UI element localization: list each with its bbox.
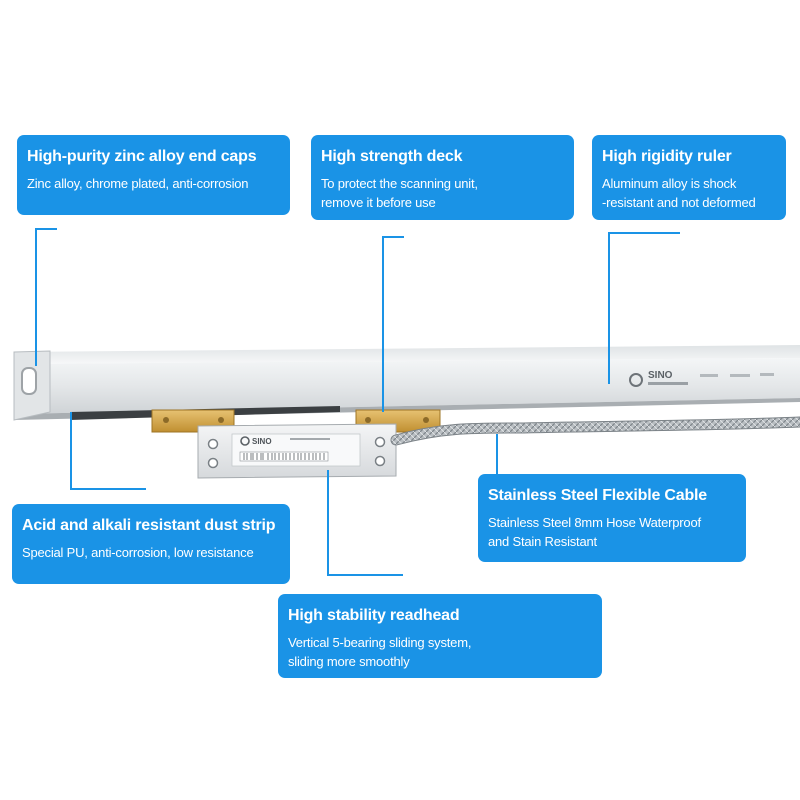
callout-end-caps: High-purity zinc alloy end caps Zinc all… xyxy=(17,135,290,215)
end-cap-slot-icon xyxy=(21,367,37,395)
scale-ruler: SINO xyxy=(13,345,800,421)
callout-end-caps-desc: Zinc alloy, chrome plated, anti-corrosio… xyxy=(27,176,249,191)
callout-cable: Stainless Steel Flexible Cable Stainless… xyxy=(478,474,746,562)
callout-ruler-desc-line2: -resistant and not deformed xyxy=(602,195,756,210)
callout-deck-desc-line2: remove it before use xyxy=(321,195,436,210)
sino-logo-icon xyxy=(629,373,643,387)
callout-ruler-desc-line1: Aluminum alloy is shock xyxy=(602,176,737,191)
connector-ruler-tick xyxy=(608,232,680,234)
connector-cable xyxy=(496,434,498,474)
connector-readhead xyxy=(327,470,329,576)
connector-dust-strip-tick xyxy=(70,488,146,490)
callout-cable-title: Stainless Steel Flexible Cable xyxy=(488,487,707,504)
callout-ruler-title: High rigidity ruler xyxy=(602,148,732,165)
callout-readhead-desc-line1: Vertical 5-bearing sliding system, xyxy=(288,635,472,650)
callout-cable-desc: Stainless Steel 8mm Hose Waterproof and … xyxy=(488,513,736,551)
connector-deck xyxy=(382,236,384,412)
readhead-brand: SINO xyxy=(252,437,272,446)
callout-deck-desc-line1: To protect the scanning unit, xyxy=(321,176,478,191)
connector-dust-strip xyxy=(70,412,72,490)
callout-deck-desc: To protect the scanning unit, remove it … xyxy=(321,174,564,212)
callout-readhead-desc: Vertical 5-bearing sliding system, slidi… xyxy=(288,633,592,671)
ruler-brand: SINO xyxy=(648,370,673,381)
callout-dust-strip-title: Acid and alkali resistant dust strip xyxy=(22,517,276,534)
callout-cable-desc-line2: and Stain Resistant xyxy=(488,534,597,549)
callout-cable-desc-line1: Stainless Steel 8mm Hose Waterproof xyxy=(488,515,701,530)
callout-dust-strip-desc: Special PU, anti-corrosion, low resistan… xyxy=(22,545,254,560)
callout-readhead-title: High stability readhead xyxy=(288,607,460,624)
callout-deck: High strength deck To protect the scanni… xyxy=(311,135,574,220)
callout-ruler-desc: Aluminum alloy is shock -resistant and n… xyxy=(602,174,776,212)
connector-deck-tick xyxy=(382,236,404,238)
callout-readhead: High stability readhead Vertical 5-beari… xyxy=(278,594,602,678)
callout-ruler: High rigidity ruler Aluminum alloy is sh… xyxy=(592,135,786,220)
connector-ruler xyxy=(608,232,610,384)
callout-readhead-desc-line2: sliding more smoothly xyxy=(288,654,410,669)
connector-end-caps-tick xyxy=(35,228,57,230)
connector-end-caps xyxy=(35,228,37,366)
callout-deck-title: High strength deck xyxy=(321,148,463,165)
readhead: SINO xyxy=(197,423,397,479)
connector-readhead-tick xyxy=(327,574,403,576)
callout-dust-strip: Acid and alkali resistant dust strip Spe… xyxy=(12,504,290,584)
flexible-cable xyxy=(390,416,800,446)
callout-end-caps-title: High-purity zinc alloy end caps xyxy=(27,148,257,165)
